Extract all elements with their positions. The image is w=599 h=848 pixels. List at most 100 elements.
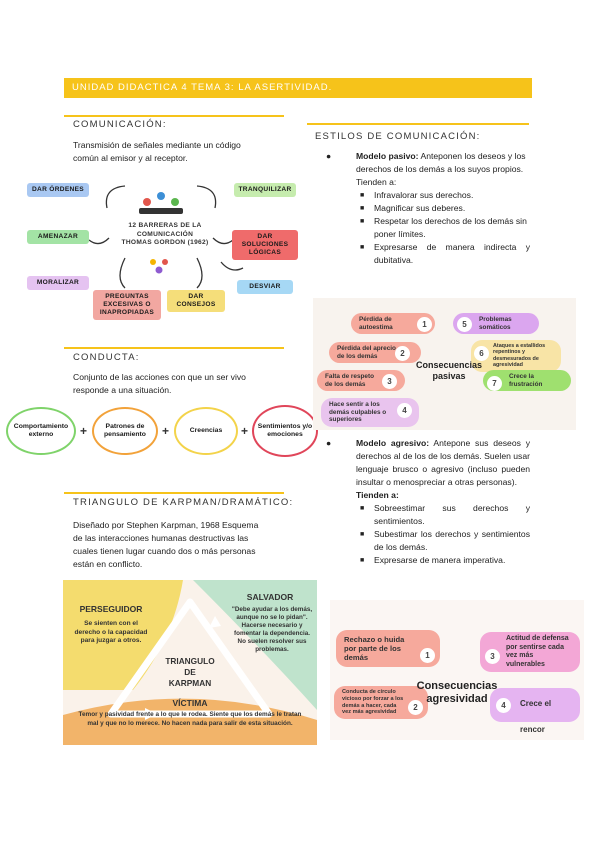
karpman-text-2: de las interacciones humanas destructiva… bbox=[73, 533, 249, 543]
salvador-name: SALVADOR bbox=[246, 592, 294, 602]
sub-marker: ■ bbox=[360, 205, 365, 212]
conducta-text-1: Conjunto de las acciones con que un ser … bbox=[73, 372, 246, 382]
barrera-preguntas: PREGUNTAS EXCESIVAS O INAPROPIADAS bbox=[93, 290, 161, 320]
conducta-comportamiento: Comportamiento externo bbox=[6, 407, 76, 455]
comunicacion-text-1: Transmisión de señales mediante un códig… bbox=[73, 140, 241, 150]
pasiva-item-text: Hace sentir a los demás culpables o supe… bbox=[329, 401, 387, 423]
barreras-center-line-2: COMUNICACIÓN bbox=[136, 230, 194, 238]
sub-marker: ■ bbox=[360, 244, 365, 251]
comunicacion-title: COMUNICACIÓN: bbox=[73, 119, 167, 130]
agresiva-item-text: Conducta de círculo vicioso por forzar a… bbox=[342, 689, 404, 716]
pasiva-item-1: Pérdida de autoestima bbox=[351, 313, 435, 334]
agresiva-num-4: 4 bbox=[496, 698, 511, 713]
karpman-text-3: cuales tienen lugar cuando dos o más per… bbox=[73, 546, 256, 556]
pasiva-item-text: Pérdida del aprecio de los demás bbox=[337, 345, 396, 360]
modelo-agresivo-text: Antepone sus deseos y derechos al de los… bbox=[356, 438, 530, 487]
modelo-pasivo-block: ● Modelo pasivo: Anteponen los deseos y … bbox=[326, 150, 530, 267]
barreras-arrows bbox=[88, 185, 244, 289]
pasiva-item-text: Crece la frustración bbox=[509, 373, 543, 388]
agresivo-tiende-text: Expresarse de manera imperativa. bbox=[374, 555, 506, 565]
section-divider bbox=[64, 347, 284, 349]
pasivo-tiende-item: ■ Respetar los derechos de los demás sin … bbox=[340, 215, 530, 241]
modelo-pasivo-text: Anteponen los deseos y los derechos de l… bbox=[356, 151, 526, 174]
perseguidor-name: PERSEGUIDOR bbox=[79, 604, 143, 614]
section-divider bbox=[307, 123, 529, 125]
bullet-marker: ● bbox=[326, 151, 332, 161]
cons-title-line: pasivas bbox=[432, 371, 466, 381]
modelo-pasivo-item: ● Modelo pasivo: Anteponen los deseos y … bbox=[326, 150, 530, 176]
victima-desc: Temor y pasividad frente a lo que le rod… bbox=[78, 711, 302, 727]
sub-marker: ■ bbox=[360, 557, 365, 564]
conducta-sentimientos: Sentimientos y/o emociones bbox=[252, 405, 318, 457]
perseguidor-desc: Se sienten con el derecho o la capacidad… bbox=[74, 620, 148, 644]
agresiva-item-text: Rechazo o huida por parte de los demás bbox=[344, 635, 405, 662]
cons-title-line: agresividad bbox=[426, 693, 488, 705]
consecuencias-agresividad-title: Consecuencias agresividad bbox=[416, 680, 498, 706]
agresiva-item-4: Crece el rencor bbox=[490, 688, 580, 734]
plus-sign: + bbox=[80, 424, 88, 438]
consecuencias-agresividad-graphic: Rechazo o huida por parte de los demás 1… bbox=[330, 600, 584, 740]
agresiva-item-text: Crece el rencor bbox=[520, 699, 552, 734]
estilos-title: ESTILOS DE COMUNICACIÓN: bbox=[315, 131, 481, 142]
consecuencias-pasivas-graphic: Pérdida de autoestima 1 Pérdida del apre… bbox=[313, 298, 576, 430]
barrera-dar-ordenes: DAR ÓRDENES bbox=[27, 183, 89, 197]
agresiva-item-3: Actitud de defensa por sentirse cada vez… bbox=[480, 632, 580, 672]
plus-sign: + bbox=[241, 424, 249, 438]
victima-name: VÍCTIMA bbox=[172, 698, 208, 708]
barrera-dar-soluciones: DAR SOLUCIONES LÓGICAS bbox=[232, 230, 298, 260]
cons-title-line: Consecuencias bbox=[416, 680, 498, 692]
pasiva-item-text: Problemas somáticos bbox=[479, 316, 512, 331]
agresiva-item-text: Actitud de defensa por sentirse cada vez… bbox=[506, 635, 569, 668]
karpman-shapes bbox=[63, 580, 317, 745]
pasiva-num-6: 6 bbox=[474, 346, 489, 361]
pasiva-num-2: 2 bbox=[395, 346, 410, 361]
tienden-label: Tienden a: bbox=[356, 490, 399, 500]
pasiva-num-1: 1 bbox=[417, 317, 432, 332]
pasivo-tiende-item: ■ Magnificar sus deberes. bbox=[340, 202, 530, 215]
cons-title-line: Consecuencias bbox=[415, 360, 483, 370]
pasiva-num-5: 5 bbox=[457, 317, 472, 332]
consecuencias-pasivas-title: Consecuencias pasivas bbox=[409, 360, 489, 382]
sub-marker: ■ bbox=[360, 192, 365, 199]
comunicacion-text-2: común al emisor y al receptor. bbox=[73, 153, 188, 163]
barrera-dar-consejos: DAR CONSEJOS bbox=[167, 290, 225, 312]
bullet-marker: ● bbox=[326, 438, 332, 448]
pasivo-tiende-text: Magnificar sus deberes. bbox=[374, 203, 466, 213]
karpman-triangle-graphic: PERSEGUIDOR Se sienten con el derecho o … bbox=[63, 580, 317, 745]
tienden-label: Tienden a: bbox=[356, 177, 397, 187]
barreras-center-line-3: THOMAS GORDON (1962) bbox=[121, 239, 209, 246]
modelo-agresivo-item: ● Modelo agresivo: Antepone sus deseos y… bbox=[326, 437, 530, 489]
plus-sign: + bbox=[162, 424, 170, 438]
pasiva-num-3: 3 bbox=[382, 374, 397, 389]
modelo-pasivo-label: Modelo pasivo: bbox=[356, 151, 419, 161]
agresiva-num-3: 3 bbox=[485, 649, 500, 664]
salvador-desc: "Debe ayudar a los demás, aunque no se l… bbox=[231, 606, 313, 653]
agresivo-tiende-item: ■ Subestimar los derechos y sentimientos … bbox=[340, 528, 530, 554]
barreras-center-line-1: 12 BARRERAS DE LA bbox=[128, 222, 202, 229]
barreras-center-label: 12 BARRERAS DE LA COMUNICACIÓN THOMAS GO… bbox=[112, 222, 218, 248]
modelo-agresivo-label: Modelo agresivo: bbox=[356, 438, 430, 448]
karpman-title: TRIANGULO DE KARPMAN/DRAMÁTICO: bbox=[73, 497, 294, 508]
pasiva-item-text: Pérdida de autoestima bbox=[359, 316, 393, 331]
sub-marker: ■ bbox=[360, 218, 365, 225]
pasiva-num-4: 4 bbox=[397, 403, 412, 418]
conducta-creencias: Creencias bbox=[174, 407, 238, 455]
pasivo-tiende-text: Expresarse de manera indirecta y dubitat… bbox=[374, 242, 530, 265]
agresivo-tiende-text: Sobreestimar sus derechos y sentimientos… bbox=[374, 503, 530, 526]
pasivo-tiende-text: Respetar los derechos de los demás sin p… bbox=[374, 216, 527, 239]
sub-marker: ■ bbox=[360, 531, 365, 538]
karpman-text-4: están en conflicto. bbox=[73, 559, 143, 569]
barreras-graphic: 12 BARRERAS DE LA COMUNICACIÓN THOMAS GO… bbox=[25, 178, 298, 320]
karpman-text-1: Diseñado por Stephen Karpman, 1968 Esque… bbox=[73, 520, 259, 530]
agresiva-num-2: 2 bbox=[408, 700, 423, 715]
barrera-moralizar: MORALIZAR bbox=[27, 276, 89, 290]
agresivo-tiende-text: Subestimar los derechos y sentimientos d… bbox=[374, 529, 530, 552]
agresivo-tiende-item: ■Sobreestimar sus derechos y sentimiento… bbox=[340, 502, 530, 528]
pasiva-item-text: Falta de respeto de los demás bbox=[325, 373, 375, 388]
pasivo-tiende-text: Infravalorar sus derechos. bbox=[374, 190, 474, 200]
pasivo-tiende-item: ■ Expresarse de manera indirecta y dubita… bbox=[340, 241, 530, 267]
pasiva-item-7: Crece la frustración bbox=[483, 370, 571, 391]
modelo-agresivo-block: ● Modelo agresivo: Antepone sus deseos y… bbox=[326, 437, 530, 567]
conducta-text-2: responde a una situación. bbox=[73, 385, 172, 395]
barrera-desviar: DESVIAR bbox=[237, 280, 293, 294]
